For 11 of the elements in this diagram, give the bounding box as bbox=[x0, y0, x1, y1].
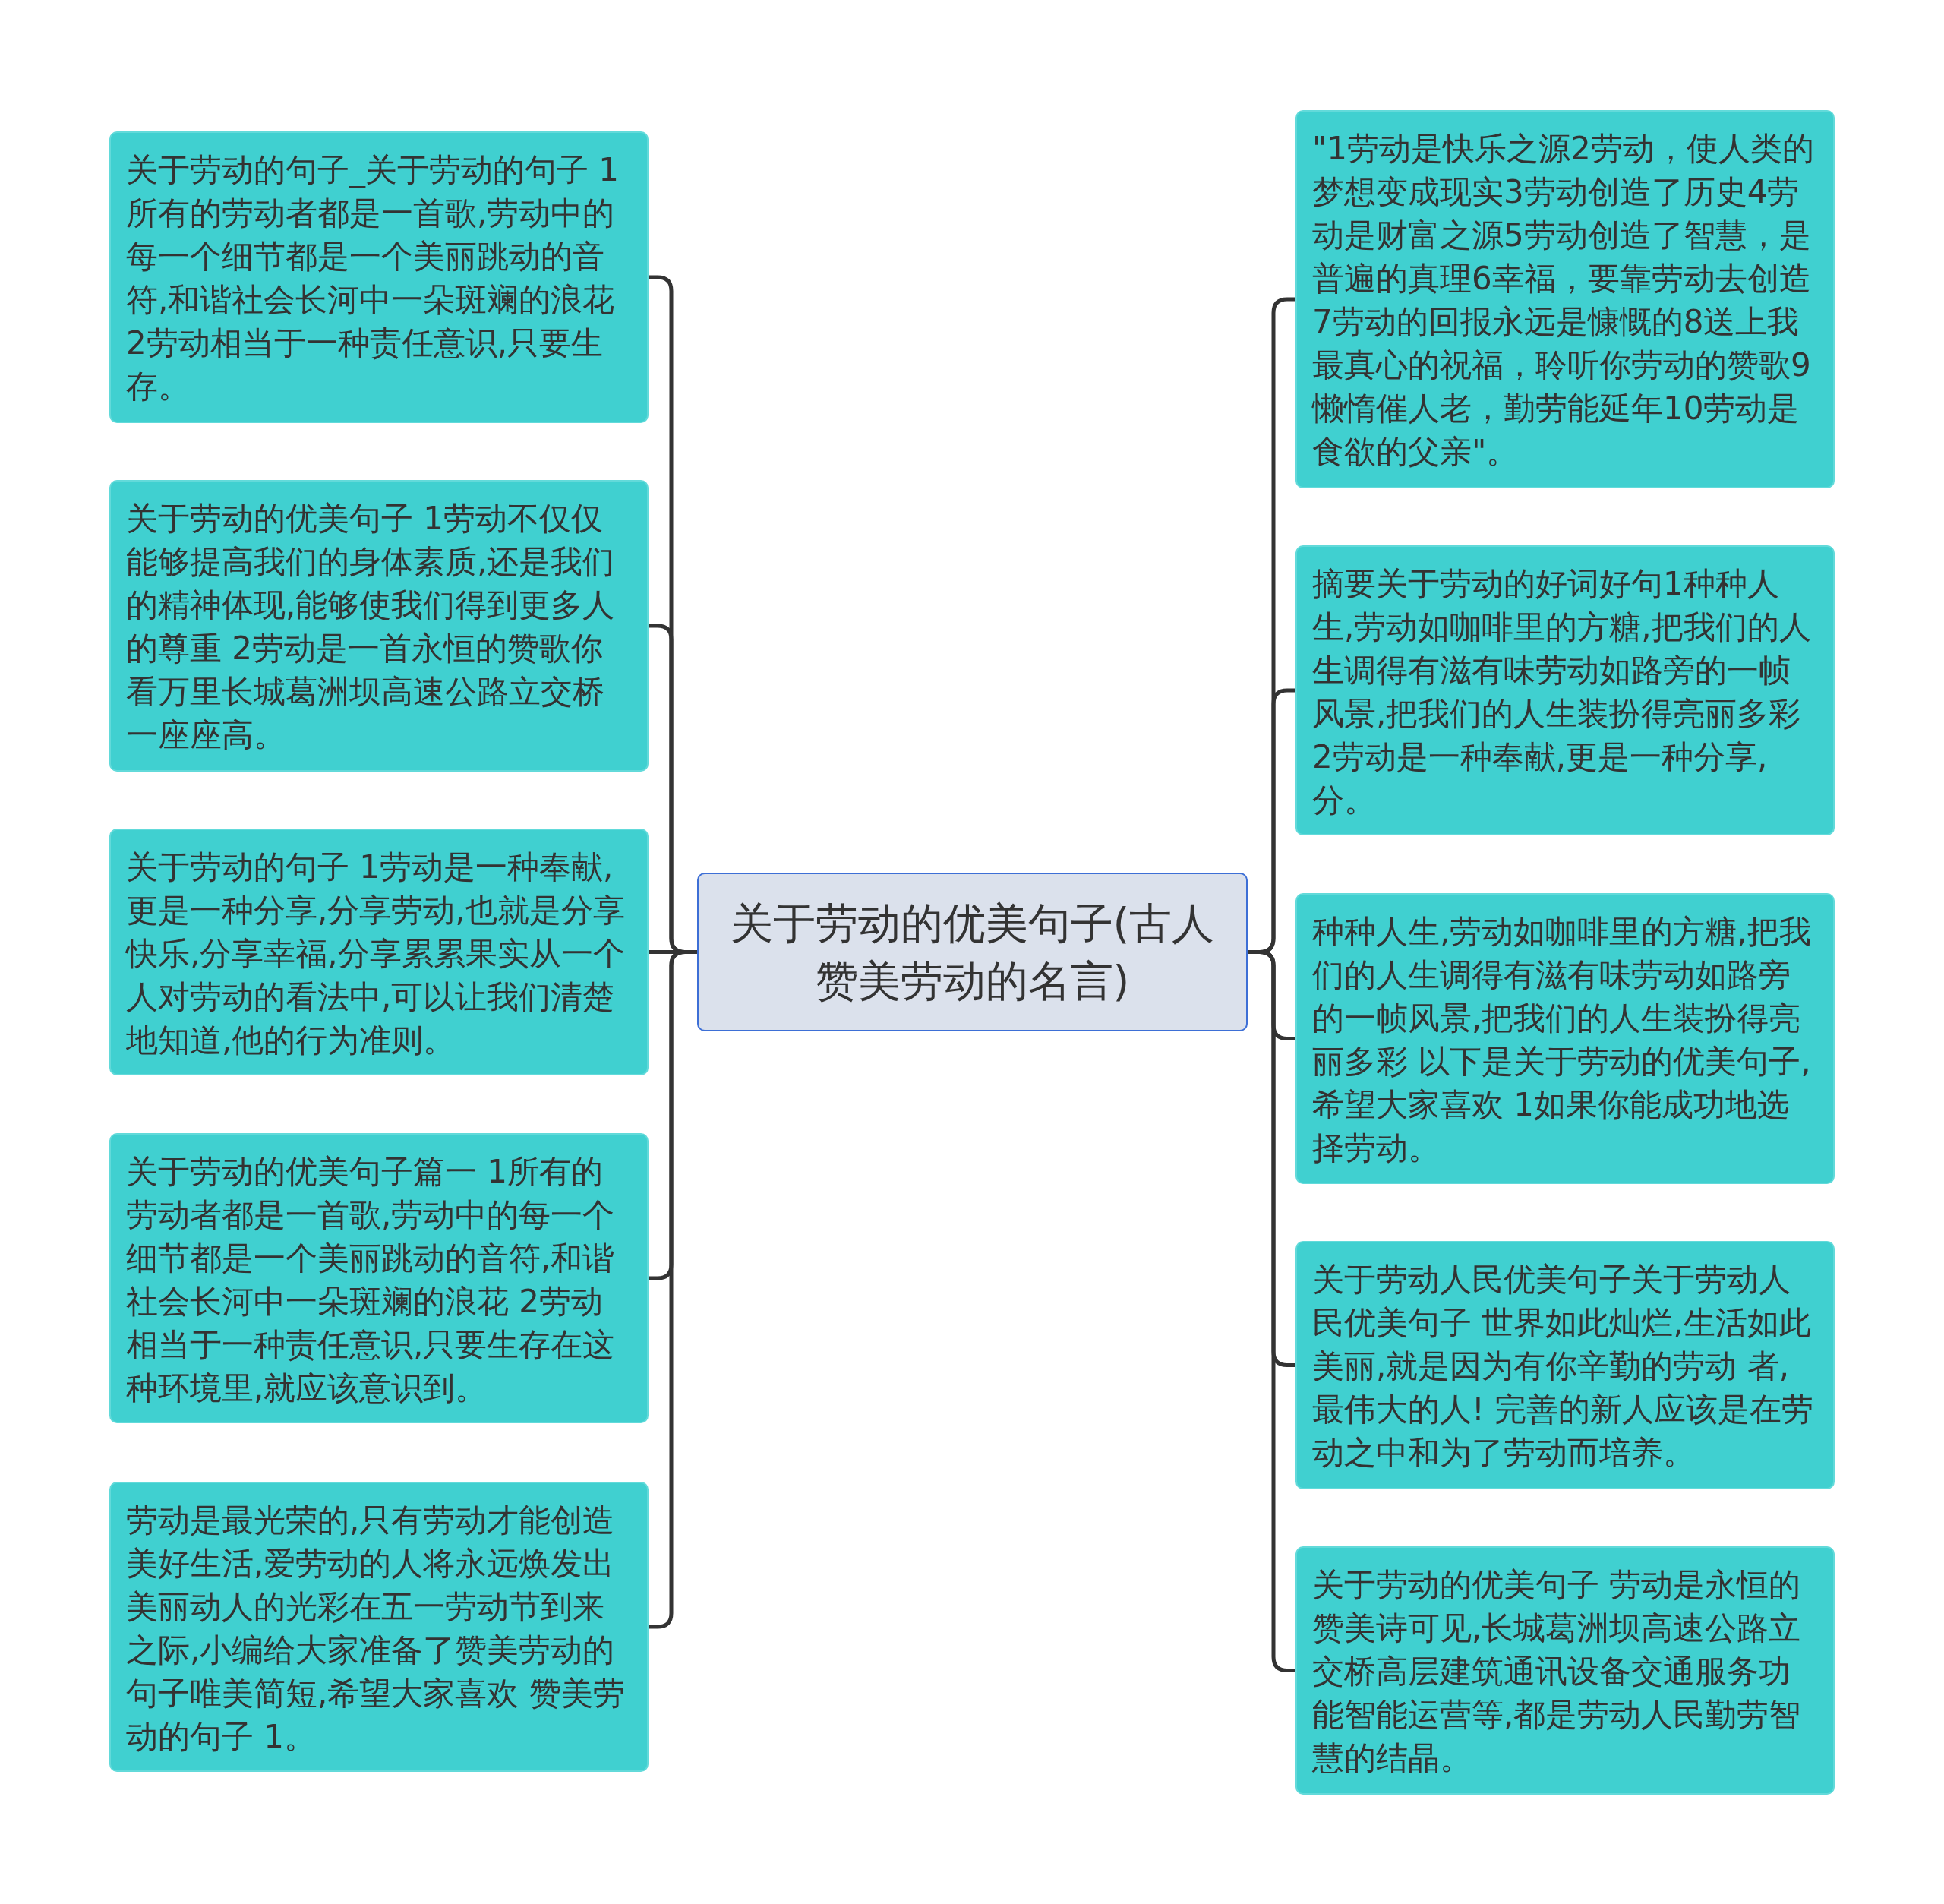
text-box: 关于劳动的句子 1劳动是一种奉献,更是一种分享,分享劳动,也就是分享快乐,分享幸福,分享累累果实从一个人对劳动的看法中,可以让我们清楚地知道,他的行为准则。 bbox=[109, 829, 649, 1075]
text-box: 关于劳动的优美句子 1劳动不仅仅能够提高我们的身体素质,还是我们的精神体现,能够使我们得到更多人的尊重 2劳动是一首永恒的赞歌你看万里长城葛洲坝高速公路立交桥一座座高。 bbox=[109, 480, 649, 772]
text-box: 关于劳动的句子_关于劳动的句子 1所有的劳动者都是一首歌,劳动中的每一个细节都是一个美丽跳动的音符,和谐社会长河中一朵斑斓的浪花 2劳动相当于一种责任意识,只要生存。 bbox=[109, 131, 649, 423]
text-box: "1劳动是快乐之源2劳动，使人类的梦想变成现实3劳动创造了历史4劳动是财富之源5劳动创造了智慧，是普遍的真理6幸福，要靠劳动去创造7劳动的回报永远是慷慨的8送上我最真心的祝福，聆听你劳动的赞歌9懒惰催人老，勤劳能延年10劳动是食欲的父亲"。 bbox=[1295, 110, 1835, 488]
text-box: 关于劳动的优美句子篇一 1所有的劳动者都是一首歌,劳动中的每一个细节都是一个美丽跳动的音符,和谐社会长河中一朵斑斓的浪花 2劳动相当于一种责任意识,只要生存在这种环境里,就应该意识到。 bbox=[109, 1133, 649, 1423]
topic-box: 关于劳动的优美句子(古人赞美劳动的名言) bbox=[697, 873, 1248, 1031]
text-box: 劳动是最光荣的,只有劳动才能创造美好生活,爱劳动的人将永远焕发出美丽动人的光彩在五一劳动节到来之际,小编给大家准备了赞美劳动的句子唯美简短,希望大家喜欢 赞美劳动的句子 1。 bbox=[109, 1482, 649, 1772]
text-box: 种种人生,劳动如咖啡里的方糖,把我们的人生调得有滋有味劳动如路旁的一帧风景,把我们的人生装扮得亮丽多彩 以下是关于劳动的优美句子,希望大家喜欢 1如果你能成功地选择劳动。 bbox=[1295, 893, 1835, 1184]
text-box: 摘要关于劳动的好词好句1种种人生,劳动如咖啡里的方糖,把我们的人生调得有滋有味劳动如路旁的一帧风景,把我们的人生装扮得亮丽多彩2劳动是一种奉献,更是一种分享,分。 bbox=[1295, 545, 1835, 835]
text-box: 关于劳动的优美句子 劳动是永恒的赞美诗可见,长城葛洲坝高速公路立交桥高层建筑通讯设备交通服务功能智能运营等,都是劳动人民勤劳智慧的结晶。 bbox=[1295, 1546, 1835, 1795]
text-box: 关于劳动人民优美句子关于劳动人民优美句子 世界如此灿烂,生活如此美丽,就是因为有你辛勤的劳动 者,最伟大的人! 完善的新人应该是在劳动之中和为了劳动而培养。 bbox=[1295, 1241, 1835, 1489]
